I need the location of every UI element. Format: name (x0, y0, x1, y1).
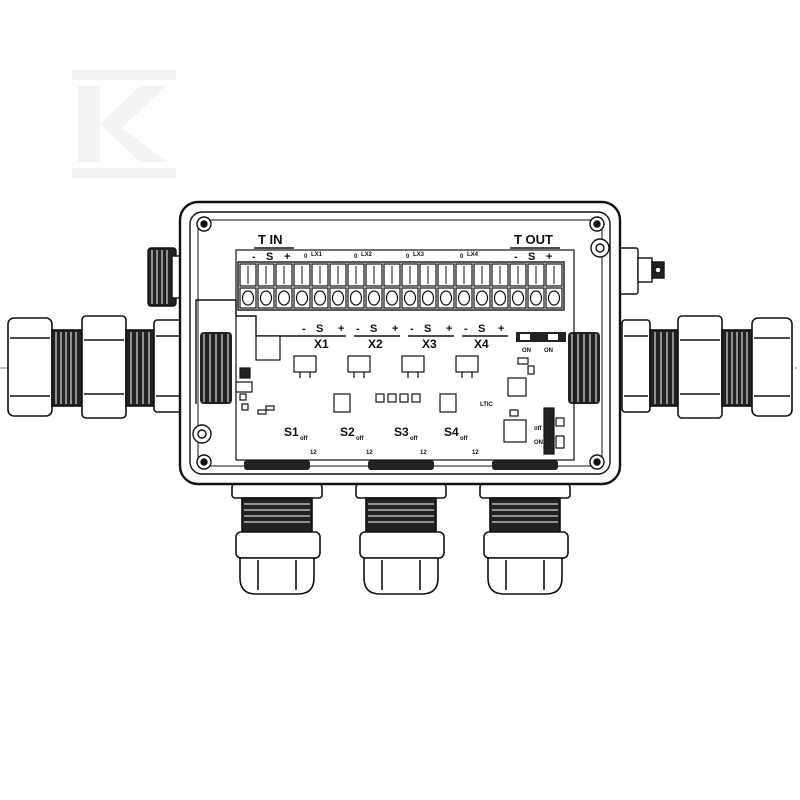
channel-x3: - S + X3 (408, 323, 454, 351)
terminal-block (473, 263, 491, 309)
svg-text:S: S (370, 323, 377, 335)
terminal-block (275, 263, 293, 309)
right-cable-gland (621, 315, 793, 419)
transistor-row (293, 355, 479, 378)
t-in-plus: + (284, 251, 290, 263)
svg-text:0: 0 (406, 254, 410, 260)
side-switch-off: off (534, 426, 543, 432)
bottom-gland-2 (355, 483, 447, 595)
switch-s4: S4 off 12 (444, 425, 479, 456)
terminal-block (509, 263, 527, 309)
terminal-block (257, 263, 275, 309)
svg-text:LX4: LX4 (467, 252, 479, 258)
svg-text:X1: X1 (314, 337, 329, 351)
svg-text:+: + (498, 323, 504, 335)
channel-x1: - S + X1 (300, 323, 346, 351)
corner-screws (192, 216, 610, 470)
svg-text:LX2: LX2 (361, 252, 373, 258)
t-in-label: T IN (258, 232, 283, 247)
terminal-block (329, 263, 347, 309)
svg-text:-: - (410, 323, 414, 335)
bottom-gland-3 (479, 483, 571, 595)
svg-text:+: + (338, 323, 344, 335)
svg-text:S3: S3 (394, 425, 409, 439)
terminal-block (437, 263, 455, 309)
svg-text:off: off (356, 436, 365, 442)
inner-bottom-ports (244, 460, 558, 470)
terminal-strip-frame (237, 261, 565, 311)
svg-text:S1: S1 (284, 425, 299, 439)
svg-text:LX1: LX1 (311, 252, 323, 258)
channel-x2: - S + X2 (354, 323, 400, 351)
t-out-label: T OUT (514, 232, 553, 247)
svg-text:-: - (464, 323, 468, 335)
chip-label: LTIC (480, 402, 494, 408)
ic-chips (333, 393, 457, 413)
svg-text:12: 12 (310, 450, 317, 456)
svg-text:S4: S4 (444, 425, 459, 439)
switch-s3: S3 off 12 (394, 425, 427, 456)
svg-text:LX3: LX3 (413, 252, 425, 258)
svg-text:ON: ON (522, 348, 531, 354)
svg-text:12: 12 (420, 450, 427, 456)
terminal-block (491, 263, 509, 309)
svg-text:-: - (356, 323, 360, 335)
left-cable-gland (7, 315, 183, 419)
svg-text:ON: ON (544, 348, 553, 354)
svg-text:+: + (392, 323, 398, 335)
svg-text:0: 0 (354, 254, 358, 260)
inner-thread-right (568, 332, 600, 404)
svg-text:X4: X4 (474, 337, 489, 351)
switch-s2: S2 off 12 (340, 425, 373, 456)
t-out-signal: S (528, 251, 535, 263)
terminal-block (455, 263, 473, 309)
t-in-minus: - (252, 251, 256, 263)
svg-text:S: S (478, 323, 485, 335)
left-vent-knob (147, 247, 183, 307)
svg-text:+: + (446, 323, 452, 335)
svg-text:off: off (460, 436, 469, 442)
svg-text:S: S (316, 323, 323, 335)
svg-text:0: 0 (460, 254, 464, 260)
pcb-board (235, 249, 575, 461)
terminal-block (311, 263, 329, 309)
terminal-block (293, 263, 311, 309)
jumper-block: ON ON (516, 332, 566, 354)
svg-text:S2: S2 (340, 425, 355, 439)
terminal-strip (237, 261, 565, 311)
watermark-logo (72, 70, 176, 178)
svg-text:S: S (424, 323, 431, 335)
svg-text:off: off (410, 436, 419, 442)
terminal-block (419, 263, 437, 309)
terminal-block (527, 263, 545, 309)
t-out-minus: - (514, 251, 518, 263)
terminal-block (239, 263, 257, 309)
side-switch-on: ON (534, 440, 543, 446)
terminal-block (383, 263, 401, 309)
bottom-gland-1 (231, 483, 323, 595)
svg-text:12: 12 (472, 450, 479, 456)
left-components (235, 335, 281, 415)
inner-thread-left (200, 332, 232, 404)
right-vent-knob (617, 247, 665, 295)
svg-text:-: - (302, 323, 306, 335)
terminal-block (401, 263, 419, 309)
svg-text:X2: X2 (368, 337, 383, 351)
channel-x4: - S + X4 (462, 323, 508, 351)
svg-text:X3: X3 (422, 337, 437, 351)
led-labels: 0 LX1 0 LX2 0 LX3 0 LX4 (304, 252, 479, 260)
t-out-plus: + (546, 251, 552, 263)
svg-text:12: 12 (366, 450, 373, 456)
right-components (503, 357, 565, 455)
terminal-block (365, 263, 383, 309)
svg-text:off: off (300, 436, 309, 442)
t-in-signal: S (266, 251, 273, 263)
terminal-block (347, 263, 365, 309)
switch-s1: S1 off 12 (284, 425, 317, 456)
terminal-block (545, 263, 563, 309)
svg-text:0: 0 (304, 254, 308, 260)
